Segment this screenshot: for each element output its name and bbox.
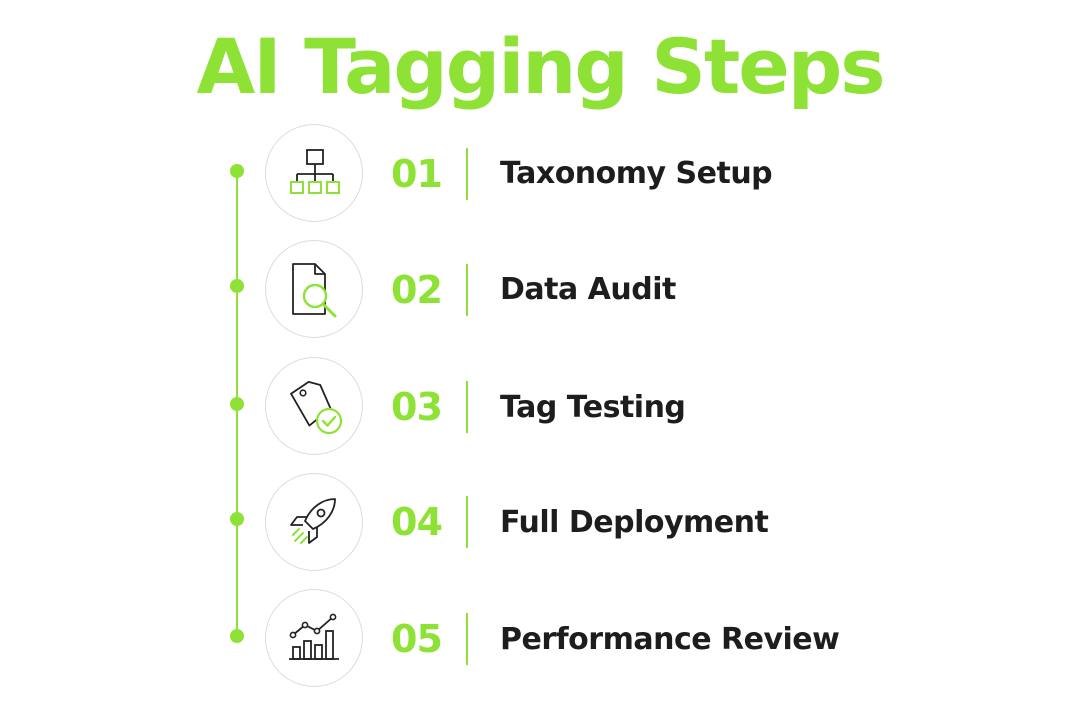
step-number: 02 — [391, 268, 443, 312]
timeline-dot — [230, 397, 244, 411]
tag-check-icon — [290, 381, 343, 435]
step-separator — [466, 381, 468, 433]
step-label: Taxonomy Setup — [500, 156, 773, 191]
step-label: Performance Review — [500, 622, 840, 657]
step-number: 03 — [391, 385, 443, 429]
timeline-dot — [230, 164, 244, 178]
step-separator — [466, 496, 468, 548]
step-label: Data Audit — [500, 272, 676, 307]
document-search-icon — [292, 263, 337, 318]
step-icon-circle — [265, 589, 363, 687]
page-title: AI Tagging Steps — [196, 22, 886, 111]
step-icon-circle — [265, 124, 363, 222]
step-icon-circle — [265, 473, 363, 571]
step-separator — [466, 264, 468, 316]
step-separator — [466, 613, 468, 665]
timeline-dot — [230, 512, 244, 526]
rocket-icon — [290, 498, 336, 544]
step-icon-circle — [265, 357, 363, 455]
step-icon-circle — [265, 240, 363, 338]
step-number: 01 — [391, 152, 443, 196]
step-label: Full Deployment — [500, 505, 769, 540]
step-number: 04 — [391, 500, 443, 544]
chart-trend-icon — [289, 613, 339, 660]
step-label: Tag Testing — [500, 390, 686, 425]
step-number: 05 — [391, 617, 443, 661]
step-separator — [466, 148, 468, 200]
hierarchy-icon — [290, 149, 340, 194]
timeline-dot — [230, 629, 244, 643]
timeline-dot — [230, 279, 244, 293]
